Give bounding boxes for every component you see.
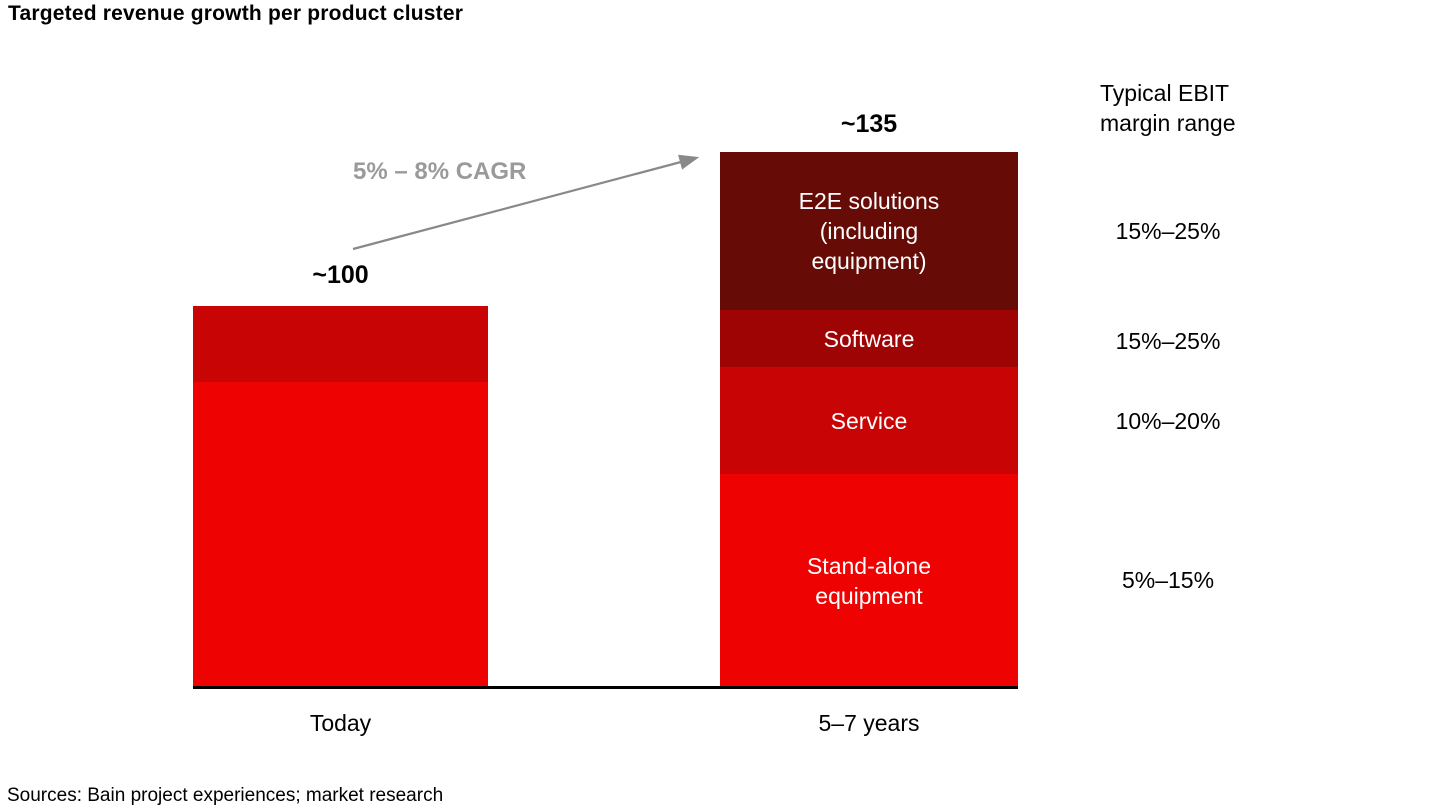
ebit-value-standalone-equipment: 5%–15%	[1121, 567, 1215, 593]
future-bar-segment-e2e-solutions: E2E solutions (including equipment)	[720, 152, 1018, 310]
growth-arrow-icon	[352, 154, 700, 251]
ebit-value-software: 15%–25%	[1115, 328, 1221, 354]
segment-label-standalone-equipment: Stand-alone equipment	[806, 552, 932, 609]
segment-label-software: Software	[823, 325, 915, 352]
ebit-value-service: 10%–20%	[1115, 408, 1221, 434]
today-bar-segment-standalone	[193, 382, 488, 687]
segment-label-service: Service	[830, 407, 908, 434]
ebit-header-line1: Typical EBIT	[1100, 80, 1230, 106]
bar-today	[193, 306, 488, 687]
cagr-annotation: 5% – 8% CAGR	[353, 158, 527, 185]
today-bar-segment-service	[193, 306, 488, 382]
future-bar-segment-service: Service	[720, 367, 1018, 474]
ebit-header-line2: margin range	[1100, 110, 1236, 136]
today-total-label: ~100	[312, 261, 369, 289]
bar-future: E2E solutions (including equipment) Soft…	[720, 152, 1018, 687]
segment-label-e2e-solutions: E2E solutions (including equipment)	[798, 188, 940, 274]
x-axis-label-future: 5–7 years	[818, 710, 920, 736]
page-title: Targeted revenue growth per product clus…	[8, 2, 464, 25]
ebit-value-e2e-solutions: 15%–25%	[1115, 218, 1221, 244]
ebit-column-header: Typical EBIT margin range	[1100, 78, 1290, 138]
x-axis-baseline	[193, 686, 1018, 689]
future-bar-segment-standalone: Stand-alone equipment	[720, 474, 1018, 687]
future-total-label: ~135	[840, 110, 898, 138]
x-axis-label-today: Today	[309, 710, 372, 736]
future-bar-segment-software: Software	[720, 310, 1018, 367]
source-note: Sources: Bain project experiences; marke…	[7, 785, 444, 806]
